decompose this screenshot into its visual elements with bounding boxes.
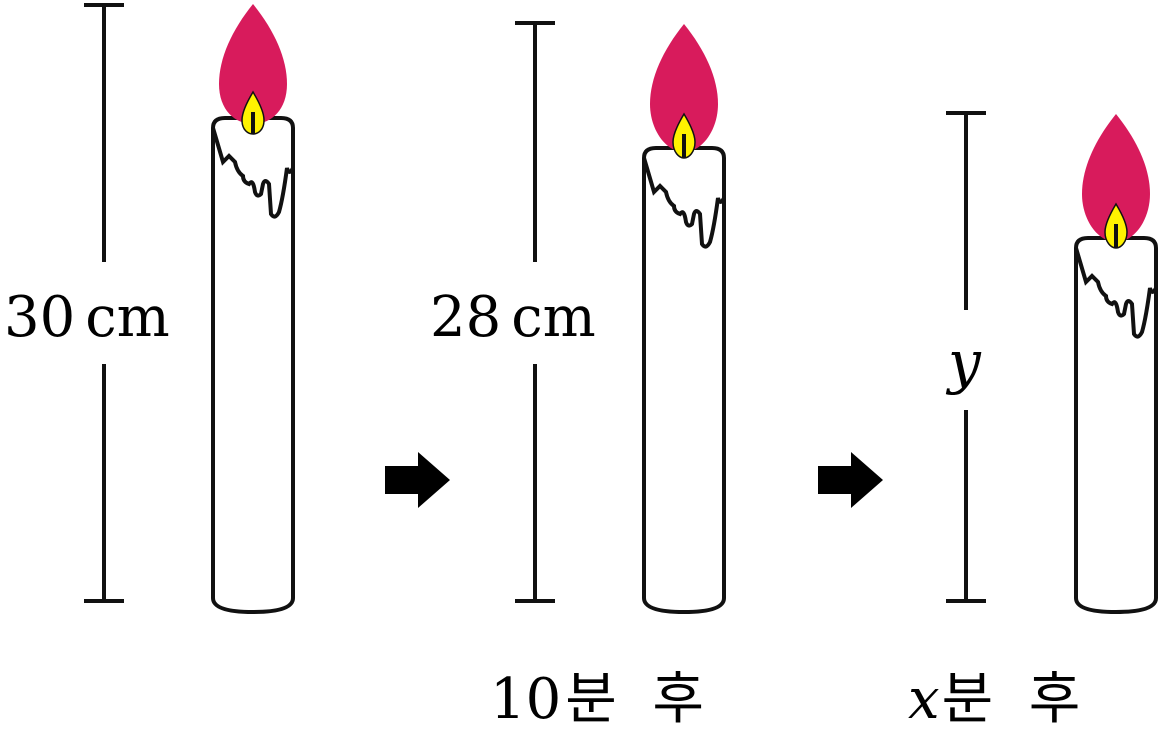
flame-icon	[219, 4, 287, 124]
arrow-right-icon	[818, 452, 883, 508]
candle	[641, 24, 726, 615]
height-bracket	[946, 111, 986, 603]
height-label: y	[945, 328, 982, 396]
time-label: x분 후	[908, 667, 1080, 732]
height-bracket	[515, 21, 555, 603]
height-bracket	[84, 3, 124, 603]
stage-3: y x분 후	[908, 111, 1158, 732]
candle	[1073, 114, 1158, 615]
candle	[210, 4, 295, 615]
time-label: 10분 후	[490, 667, 704, 732]
flame-icon	[1082, 114, 1150, 242]
arrow-right-icon	[385, 452, 450, 508]
flame-icon	[650, 24, 718, 152]
